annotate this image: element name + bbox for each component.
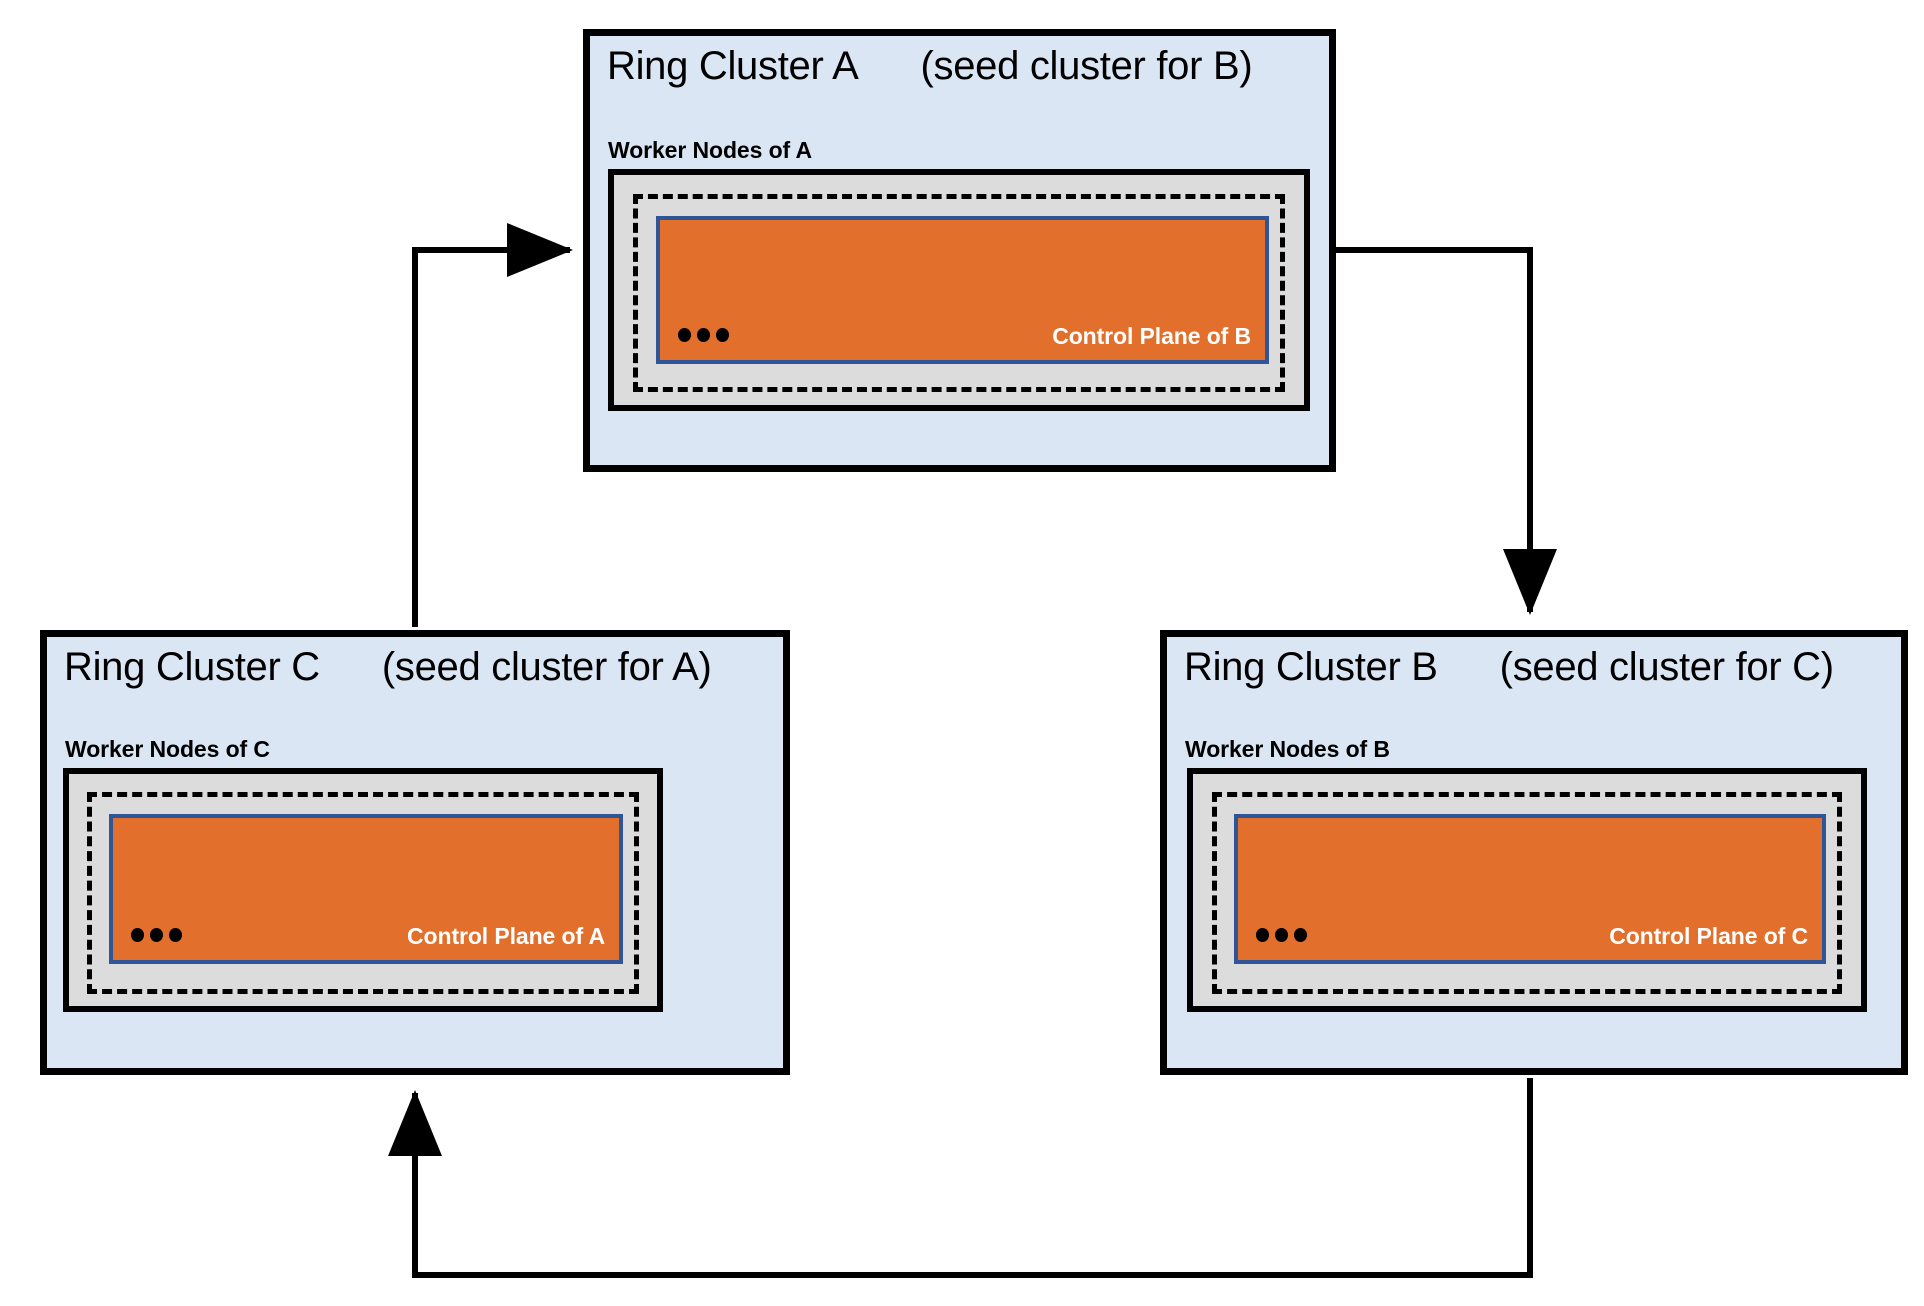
cluster-b-worker-label: Worker Nodes of B bbox=[1185, 736, 1390, 762]
dot-1 bbox=[1256, 928, 1269, 942]
ring-cluster-b[interactable]: Ring Cluster B (seed cluster for C) Work… bbox=[1160, 630, 1908, 1075]
dot-2 bbox=[150, 928, 163, 942]
cluster-c-seed-note: (seed cluster for A) bbox=[381, 645, 712, 689]
cluster-a-worker-label: Worker Nodes of A bbox=[608, 137, 813, 163]
ring-cluster-c[interactable]: Ring Cluster C (seed cluster for A) Work… bbox=[40, 630, 790, 1075]
cluster-a-control-plane-box[interactable]: Control Plane of B bbox=[656, 216, 1269, 364]
cluster-c-worker-nodes-box[interactable]: Control Plane of A bbox=[63, 768, 663, 1012]
cluster-c-control-plane-label: Control Plane of A bbox=[407, 923, 605, 949]
dot-1 bbox=[131, 928, 144, 942]
dot-3 bbox=[716, 328, 729, 342]
cluster-b-seed-note: (seed cluster for C) bbox=[1499, 645, 1834, 689]
dot-1 bbox=[678, 328, 691, 342]
cluster-b-control-plane-box[interactable]: Control Plane of C bbox=[1234, 814, 1826, 964]
cluster-b-control-plane-label: Control Plane of C bbox=[1609, 923, 1808, 949]
cluster-b-header: Ring Cluster B (seed cluster for C) bbox=[1184, 645, 1891, 690]
cluster-c-header: Ring Cluster C (seed cluster for A) bbox=[64, 645, 773, 690]
arrow-b-to-c bbox=[388, 1078, 1533, 1278]
cluster-c-ellipsis-dots bbox=[131, 928, 182, 942]
arrow-c-to-a bbox=[412, 223, 573, 627]
cluster-c-dashed-boundary: Control Plane of A bbox=[87, 792, 639, 994]
cluster-a-dashed-boundary: Control Plane of B bbox=[633, 194, 1285, 392]
ring-cluster-a[interactable]: Ring Cluster A (seed cluster for B) Work… bbox=[583, 29, 1336, 472]
dot-3 bbox=[1294, 928, 1307, 942]
cluster-a-ellipsis-dots bbox=[678, 328, 729, 342]
cluster-b-title: Ring Cluster B bbox=[1184, 645, 1438, 689]
dot-2 bbox=[697, 328, 710, 342]
cluster-b-worker-nodes-box[interactable]: Control Plane of C bbox=[1187, 768, 1867, 1012]
cluster-a-header: Ring Cluster A (seed cluster for B) bbox=[607, 44, 1319, 89]
cluster-c-control-plane-box[interactable]: Control Plane of A bbox=[109, 814, 623, 964]
cluster-a-control-plane-label: Control Plane of B bbox=[1052, 323, 1251, 349]
cluster-a-worker-nodes-box[interactable]: Control Plane of B bbox=[608, 169, 1310, 411]
cluster-c-title: Ring Cluster C bbox=[64, 645, 320, 689]
dot-2 bbox=[1275, 928, 1288, 942]
cluster-c-worker-label: Worker Nodes of C bbox=[65, 736, 270, 762]
arrow-a-to-b bbox=[1336, 247, 1557, 615]
cluster-b-ellipsis-dots bbox=[1256, 928, 1307, 942]
cluster-b-dashed-boundary: Control Plane of C bbox=[1212, 792, 1842, 994]
dot-3 bbox=[169, 928, 182, 942]
cluster-a-title: Ring Cluster A bbox=[607, 44, 859, 88]
cluster-a-seed-note: (seed cluster for B) bbox=[920, 44, 1253, 88]
